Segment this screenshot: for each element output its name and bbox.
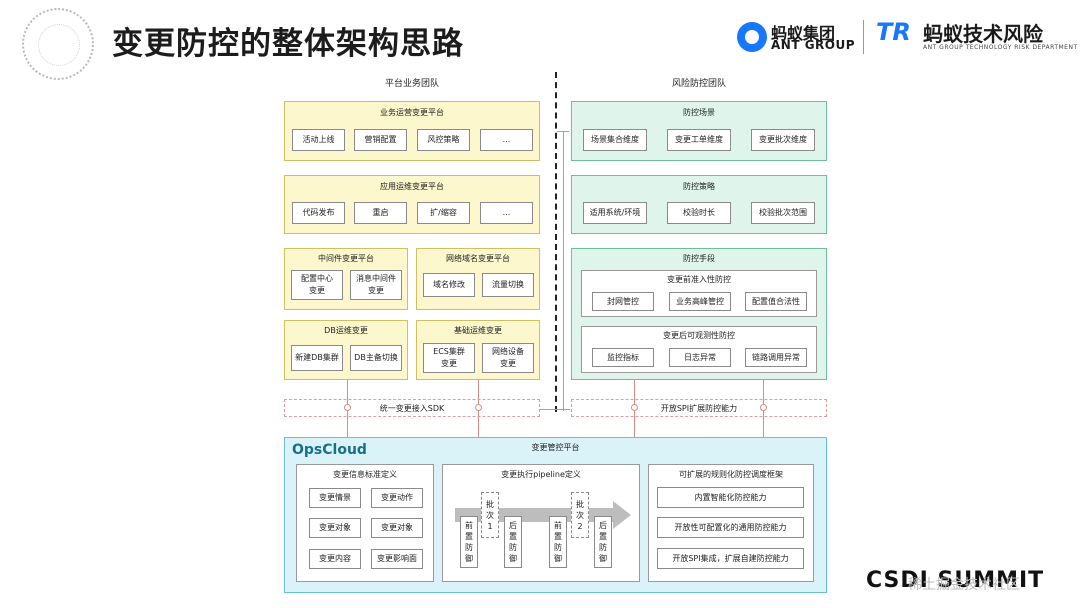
risk-scene-title: 防控场景	[683, 108, 715, 117]
defense-framework-title: 可扩展的规则化防控调度框架	[679, 470, 783, 479]
defense-framework-item: 内置智能化防控能力	[657, 487, 804, 508]
pipeline-batch-2: 批 次 2	[571, 492, 589, 538]
app-ops-item: 扩/缩容	[417, 202, 470, 224]
logo-separator	[863, 20, 864, 54]
post-change-control-item: 日志异常	[669, 348, 731, 367]
middleware-title: 中间件变更平台	[318, 254, 374, 263]
change-control-platform-title: 变更管控平台	[531, 443, 580, 452]
risk-strategy-item: 校验批次范围	[751, 202, 815, 224]
risk-means-title: 防控手段	[683, 254, 715, 263]
ant-group-logo-cn: 蚂蚁集团	[771, 24, 836, 43]
biz-ops-item: 活动上线	[292, 129, 345, 151]
post-change-control-item: 监控指标	[592, 348, 654, 367]
connector-knot	[631, 404, 638, 411]
connector-knot	[344, 404, 351, 411]
pre-change-control-item: 业务高峰管控	[669, 292, 731, 311]
defense-framework-item: 开放SPI集成，扩展自建防控能力	[657, 548, 804, 569]
tech-risk-logo-mark: TR	[876, 18, 911, 46]
change-info-title: 变更信息标准定义	[333, 470, 397, 479]
infra-item: 网络设备 变更	[482, 343, 534, 373]
right-team-label: 风险防控团队	[671, 79, 726, 89]
dns-item: 流量切换	[482, 273, 534, 297]
db-item: 新建DB集群	[291, 345, 343, 371]
change-info-item: 变更对象	[309, 518, 361, 538]
db-item: DB主备切换	[350, 345, 402, 371]
pipeline-post-defense: 后 置 防 御	[504, 516, 522, 568]
connector-knot	[760, 404, 767, 411]
infra-item: ECS集群 变更	[423, 343, 475, 373]
pre-change-control-item: 封网管控	[592, 292, 654, 311]
biz-ops-item: ...	[480, 129, 533, 151]
risk-scene-item: 变更批次维度	[751, 129, 815, 151]
infra-title: 基础运维变更	[454, 326, 502, 335]
defense-framework-item: 开放性可配置化的通用防控能力	[657, 517, 804, 538]
open-spi-bar: 开放SPI扩展防控能力	[571, 399, 827, 417]
change-info-item: 变更动作	[371, 488, 423, 508]
pipeline-pre-defense: 前 置 防 御	[460, 516, 478, 568]
tech-risk-logo-en: ANT GROUP TECHNOLOGY RISK DEPARTMENT	[923, 44, 1078, 51]
risk-strategy-item: 校验时长	[667, 202, 731, 224]
app-ops-title: 应用运维变更平台	[380, 182, 444, 191]
risk-scene-item: 变更工单维度	[667, 129, 731, 151]
pre-change-control-title: 变更前准入性防控	[667, 275, 731, 284]
connector-line	[540, 409, 570, 410]
pipeline-post-defense: 后 置 防 御	[594, 516, 612, 568]
summit-watermark: CSDI SUMMIT	[866, 568, 1045, 593]
change-info-item: 变更影响面	[371, 549, 423, 569]
unified-sdk-bar: 统一变更接入SDK	[284, 399, 540, 417]
slide-title: 变更防控的整体架构思路	[112, 26, 464, 62]
app-ops-item: ...	[480, 202, 533, 224]
pipeline-pre-defense: 前 置 防 御	[549, 516, 567, 568]
ant-group-logo-en: ANT GROUP	[771, 38, 856, 52]
change-info-item: 变更对象	[371, 518, 423, 538]
opscloud-label: OpsCloud	[292, 442, 367, 458]
left-team-label: 平台业务团队	[384, 79, 439, 89]
biz-ops-item: 风控策略	[417, 129, 470, 151]
app-ops-item: 重启	[354, 202, 407, 224]
tech-risk-logo-cn: 蚂蚁技术风险	[923, 22, 1043, 46]
team-divider	[555, 72, 557, 412]
decorative-globe	[22, 8, 94, 80]
biz-ops-title: 业务运营变更平台	[380, 108, 444, 117]
dns-item: 域名修改	[423, 273, 475, 297]
pipeline-title: 变更执行pipeline定义	[501, 470, 581, 479]
community-watermark: 稀土掘金技术社区	[908, 577, 1020, 593]
change-info-item: 变更内容	[309, 549, 361, 569]
ant-group-logo-icon	[737, 22, 767, 52]
biz-ops-item: 营销配置	[354, 129, 407, 151]
middleware-item: 消息中间件 变更	[350, 270, 402, 300]
db-title: DB运维变更	[324, 326, 368, 335]
connector-line	[563, 131, 564, 411]
pre-change-control-item: 配置值合法性	[745, 292, 807, 311]
pipeline-batch-1: 批 次 1	[481, 492, 499, 538]
middleware-item: 配置中心 变更	[291, 270, 343, 300]
post-change-control-title: 变更后可观测性防控	[663, 331, 735, 340]
change-info-item: 变更情景	[309, 488, 361, 508]
connector-knot	[475, 404, 482, 411]
risk-strategy-title: 防控策略	[683, 182, 715, 191]
risk-strategy-item: 适用系统/环境	[583, 202, 647, 224]
risk-scene-item: 场景集合维度	[583, 129, 647, 151]
dns-title: 网络域名变更平台	[446, 254, 510, 263]
post-change-control-item: 链路调用异常	[745, 348, 807, 367]
app-ops-item: 代码发布	[292, 202, 345, 224]
